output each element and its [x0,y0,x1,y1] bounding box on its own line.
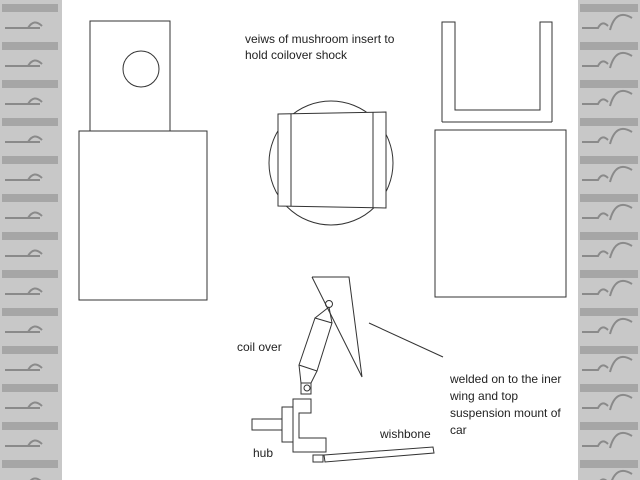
watermark-mark [580,156,638,164]
watermark-mark [580,232,638,240]
side-view [434,21,567,298]
watermark-mark [2,194,58,202]
lower-pivot [303,384,311,392]
watermark-logo-icon [582,356,633,373]
watermark-logo-icon [582,318,633,335]
wishbone-arm [323,446,435,463]
pointer-line [368,322,444,358]
watermark-logo-icon [5,135,43,143]
watermark-logo-icon [582,128,633,145]
side-view-body [434,129,567,298]
shock-link [314,306,330,319]
watermark-mark [580,346,638,354]
suspension-sketch [251,276,444,463]
top-view-body [277,111,387,209]
watermark-mark [2,460,58,468]
label-welded-1: welded on to the iner [450,372,562,386]
lower-eye [300,382,312,395]
label-hub: hub [253,446,274,460]
front-view [78,20,208,301]
watermark-logo-icon [582,90,633,107]
label-welded-2: wing and top [450,389,519,403]
watermark-logo-icon [582,204,633,221]
watermark-logo-icon [5,287,43,295]
insert-hole [122,50,160,88]
label-wishbone: wishbone [380,427,431,441]
watermark-mark [2,270,58,278]
watermark-logo-icon [582,242,633,259]
watermark-mark [580,308,638,316]
u-bracket [441,21,553,122]
watermark-mark [580,422,638,430]
watermark-mark [2,384,58,392]
title-line-2: hold coilover shock [245,48,348,62]
watermark-mark [580,270,638,278]
hub-upright [292,398,327,453]
label-welded-3: suspension mount of [450,406,561,420]
shock-link [310,370,318,384]
watermark-logo-icon [5,401,43,409]
label-coil-over: coil over [237,340,282,354]
watermark-logo-icon [582,14,633,31]
watermark-mark [2,118,58,126]
watermark-mark [2,156,58,164]
hub-carrier [281,406,294,443]
watermark-mark [580,80,638,88]
watermark-logo-icon [29,477,42,480]
watermark-logo-icon [5,59,43,67]
watermark-logo-icon [582,166,633,183]
watermark-logo-icon [582,432,633,449]
watermark-logo-icon [582,394,633,411]
coil-over-shock [298,317,333,372]
insert-body [78,130,208,301]
watermark-mark [2,4,58,12]
watermark-logo-icon [5,173,43,181]
watermark-logo-icon [582,280,633,297]
watermark-logo-icon [5,21,43,29]
watermark-mark [580,384,638,392]
mushroom-circle [268,100,394,226]
axle [251,418,283,431]
watermark-logo-icon [5,249,43,257]
watermark-mark [580,194,638,202]
label-welded-4: car [450,423,467,437]
top-view [268,100,394,226]
mount-bracket [311,276,363,378]
top-pivot [325,300,333,308]
shock-link [328,306,333,324]
watermark-mark [2,308,58,316]
shock-link [298,364,302,384]
watermark-mark [2,346,58,354]
watermark-mark [2,232,58,240]
watermark-mark [580,460,638,468]
watermark-mark [2,422,58,430]
watermark-logo-icon [5,97,43,105]
watermark-logo-icon [5,325,43,333]
watermark-logo-icon [5,439,43,447]
watermark-logo-icon [582,52,633,69]
watermark-mark [2,42,58,50]
lower-joint [312,454,324,463]
watermark-mark [580,42,638,50]
watermark-mark [580,118,638,126]
watermark-mark [580,4,638,12]
title-line-1: veiws of mushroom insert to [245,32,395,46]
watermark-logo-icon [5,363,43,371]
watermark-mark [2,80,58,88]
watermark-logo-icon [5,211,43,219]
